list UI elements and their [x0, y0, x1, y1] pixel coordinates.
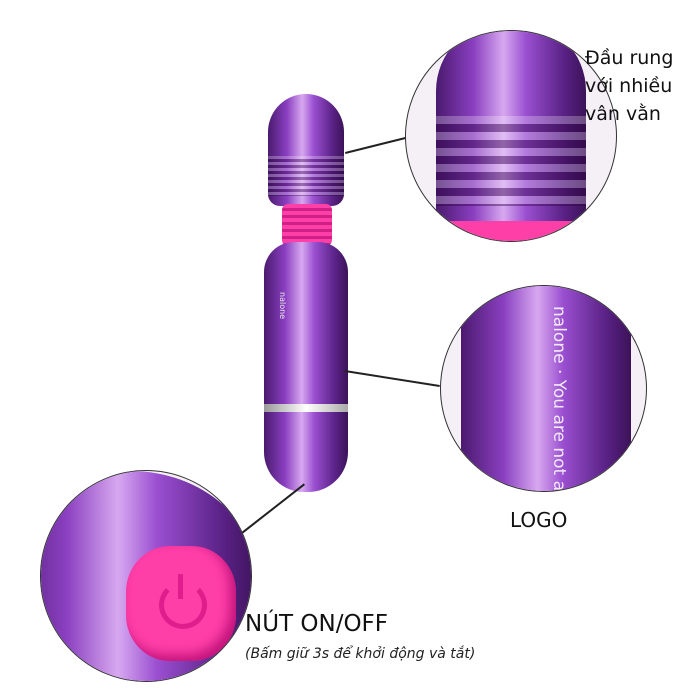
button-title: NÚT ON/OFF [245, 611, 389, 637]
leader-line-logo [344, 370, 440, 387]
head-line-1: Đầu rung [585, 47, 674, 69]
product-device: nalone [262, 92, 352, 492]
logo-zoom-circle: nalone · You are not alone [440, 285, 647, 492]
leader-line-head [345, 137, 406, 154]
button-note: (Bấm giữ 3s để khởi động và tắt) [245, 646, 476, 662]
pink-neck [282, 204, 332, 246]
logo-label: LOGO [510, 508, 568, 532]
handle: nalone [264, 242, 348, 492]
head-line-2: với nhiều [585, 75, 673, 97]
head-callout-text: Đầu rung với nhiều vân vằn [585, 44, 673, 128]
silver-ring [264, 404, 348, 412]
vibrating-head [268, 94, 344, 206]
button-zoom-circle [40, 470, 252, 682]
power-button [126, 546, 236, 661]
head-zoom-circle [405, 30, 617, 242]
logo-small: nalone [278, 292, 287, 320]
power-icon [159, 581, 207, 629]
brand-logo-text: nalone · You are not alone [549, 306, 569, 492]
head-line-3: vân vằn [585, 103, 661, 125]
